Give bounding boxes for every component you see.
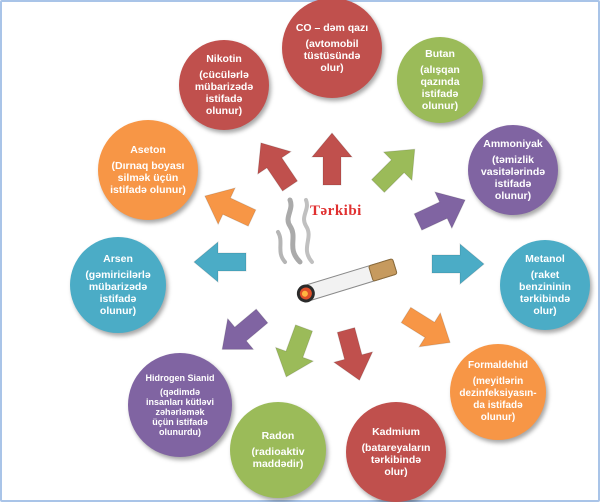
arrow-aseton — [204, 187, 257, 227]
node-aseton: Aseton (Dırnaq boyası silmək üçün istifad… — [98, 120, 198, 220]
node-description: (avtomobil tüstüsündə olur) — [303, 38, 361, 74]
node-butan: Butan (alışqan qazında istifadə olunur) — [397, 37, 483, 123]
arrow-kadmium — [332, 327, 374, 381]
center-title: Tərkibi — [310, 203, 362, 219]
arrow-metanol — [431, 242, 485, 286]
node-description: (gəmiricilərlə mübarizədə istifadə olunu… — [85, 269, 151, 317]
node-formaldehid: Formaldehid (meyitlərin dezinfeksiyasın-d… — [450, 344, 546, 440]
node-kadmium: Kadmium (batareyaların tərkibində olur) — [346, 402, 446, 502]
arrow-ammoniyak — [413, 191, 466, 231]
node-arsen: Arsen (gəmiricilərlə mübarizədə istifadə … — [70, 237, 166, 333]
arrow-arsen — [193, 240, 247, 284]
node-description: (alışqan qazında istifadə olunur) — [420, 64, 460, 112]
arrow-hidrogen — [221, 308, 269, 350]
node-description: (meyitlərin dezinfeksiyasın-da istifadə … — [459, 376, 537, 423]
arrow-radon — [274, 324, 315, 378]
node-radon: Radon (radioaktiv maddədir) — [230, 402, 326, 498]
node-hidrogen: Hidrogen Sianid (qədimdə insanları kütləv… — [128, 353, 232, 457]
node-name: Hidrogen Sianid — [145, 373, 215, 383]
node-ammoniyak: Ammoniyak (təmizlik vasitələrində istifad… — [468, 125, 558, 215]
arrow-co — [310, 132, 354, 186]
node-name: Kadmium — [372, 426, 420, 438]
node-description: (radioaktiv maddədir) — [251, 446, 305, 470]
node-name: Aseton — [130, 144, 166, 156]
node-name: Arsen — [103, 253, 133, 265]
node-description: (Dırnaq boyası silmək üçün istifadə olun… — [110, 160, 186, 196]
node-description: (qədimdə insanları kütləvi zəhərləmək üç… — [145, 387, 215, 437]
node-name: CO – dəm qazı — [295, 22, 369, 34]
node-description: (raket benzininin tərkibində olur) — [519, 269, 571, 317]
arrow-formaldehid — [400, 306, 451, 348]
node-description: (cücülərlə mübarizədə istifadə olunur) — [194, 69, 254, 117]
node-name: Radon — [261, 430, 295, 442]
node-name: Formaldehid — [467, 360, 528, 371]
node-name: Ammoniyak — [483, 138, 543, 150]
node-name: Butan — [425, 48, 455, 60]
node-name: Metanol — [525, 253, 565, 265]
cigarette-icon — [276, 197, 398, 303]
arrow-nikotin — [257, 142, 299, 192]
node-description: (batareyaların tərkibində olur) — [361, 442, 431, 478]
node-name: Nikotin — [206, 53, 242, 65]
node-metanol: Metanol (raket benzininin tərkibində olur… — [500, 240, 590, 330]
arrow-butan — [370, 148, 416, 194]
node-co: CO – dəm qazı (avtomobil tüstüsündə olur) — [282, 0, 382, 98]
node-nikotin: Nikotin (cücülərlə mübarizədə istifadə ol… — [179, 40, 269, 130]
node-description: (təmizlik vasitələrində istifadə olunur) — [480, 154, 546, 202]
